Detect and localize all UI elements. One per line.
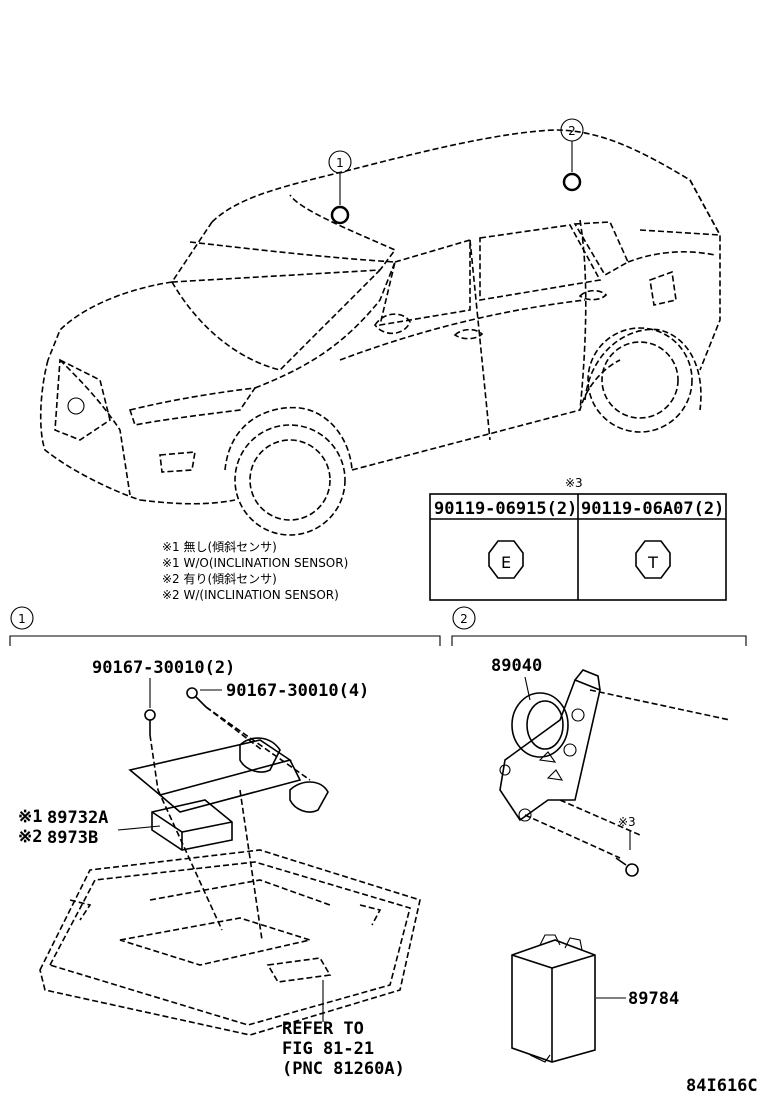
svg-text:E: E <box>501 553 511 572</box>
svg-text:※3: ※3 <box>618 815 636 829</box>
bolt-icon <box>615 857 639 877</box>
svg-text:89732A: 89732A <box>47 808 108 828</box>
svg-text:90119-06915(2): 90119-06915(2) <box>434 499 577 519</box>
svg-text:1: 1 <box>18 612 26 626</box>
bolt-icon <box>144 709 156 735</box>
callout-1: 1 <box>328 150 352 225</box>
nut-t-icon <box>635 540 671 579</box>
svg-text:(PNC 81260A): (PNC 81260A) <box>282 1059 405 1079</box>
svg-text:90167-30010(4): 90167-30010(4) <box>226 681 369 701</box>
svg-text:8973B: 8973B <box>47 828 98 848</box>
svg-text:89784: 89784 <box>628 989 679 1009</box>
bolt-icon <box>186 687 207 708</box>
vehicle-outline <box>39 129 721 536</box>
svg-text:※1: ※1 <box>18 807 42 827</box>
svg-text:※2 W/(INCLINATION SENSOR): ※2 W/(INCLINATION SENSOR) <box>162 588 339 602</box>
section-1-header: 1 <box>9 606 441 646</box>
svg-text:※3: ※3 <box>565 476 583 490</box>
svg-text:※2 有り(傾斜センサ): ※2 有り(傾斜センサ) <box>162 572 277 586</box>
svg-text:1: 1 <box>336 156 344 170</box>
svg-text:※2: ※2 <box>18 827 42 847</box>
svg-text:2: 2 <box>568 124 576 138</box>
nut-e-icon <box>488 540 524 579</box>
svg-text:※1 W/O(INCLINATION SENSOR): ※1 W/O(INCLINATION SENSOR) <box>162 556 348 570</box>
svg-text:2: 2 <box>460 612 468 626</box>
svg-text:※1 無し(傾斜センサ): ※1 無し(傾斜センサ) <box>162 539 277 554</box>
figure-code: 84I616C <box>686 1076 758 1096</box>
section-1-parts: 90167-30010(2) 90167-30010(4) ※1 89732A … <box>18 658 421 1079</box>
nut-table: ※3 90119-06915(2) 90119-06A07(2) E T <box>429 476 727 601</box>
callout-2: 2 <box>560 118 584 192</box>
svg-text:REFER TO: REFER TO <box>282 1019 364 1039</box>
section-2-parts: 89040 ※3 89784 <box>491 656 731 1063</box>
svg-text:T: T <box>647 553 658 572</box>
svg-text:FIG 81-21: FIG 81-21 <box>282 1039 374 1059</box>
legend-notes: ※1 無し(傾斜センサ) ※1 W/O(INCLINATION SENSOR) … <box>162 539 348 602</box>
svg-text:89040: 89040 <box>491 656 542 676</box>
section-2-header: 2 <box>451 606 747 646</box>
svg-text:90119-06A07(2): 90119-06A07(2) <box>581 499 724 519</box>
svg-text:90167-30010(2): 90167-30010(2) <box>92 658 235 678</box>
